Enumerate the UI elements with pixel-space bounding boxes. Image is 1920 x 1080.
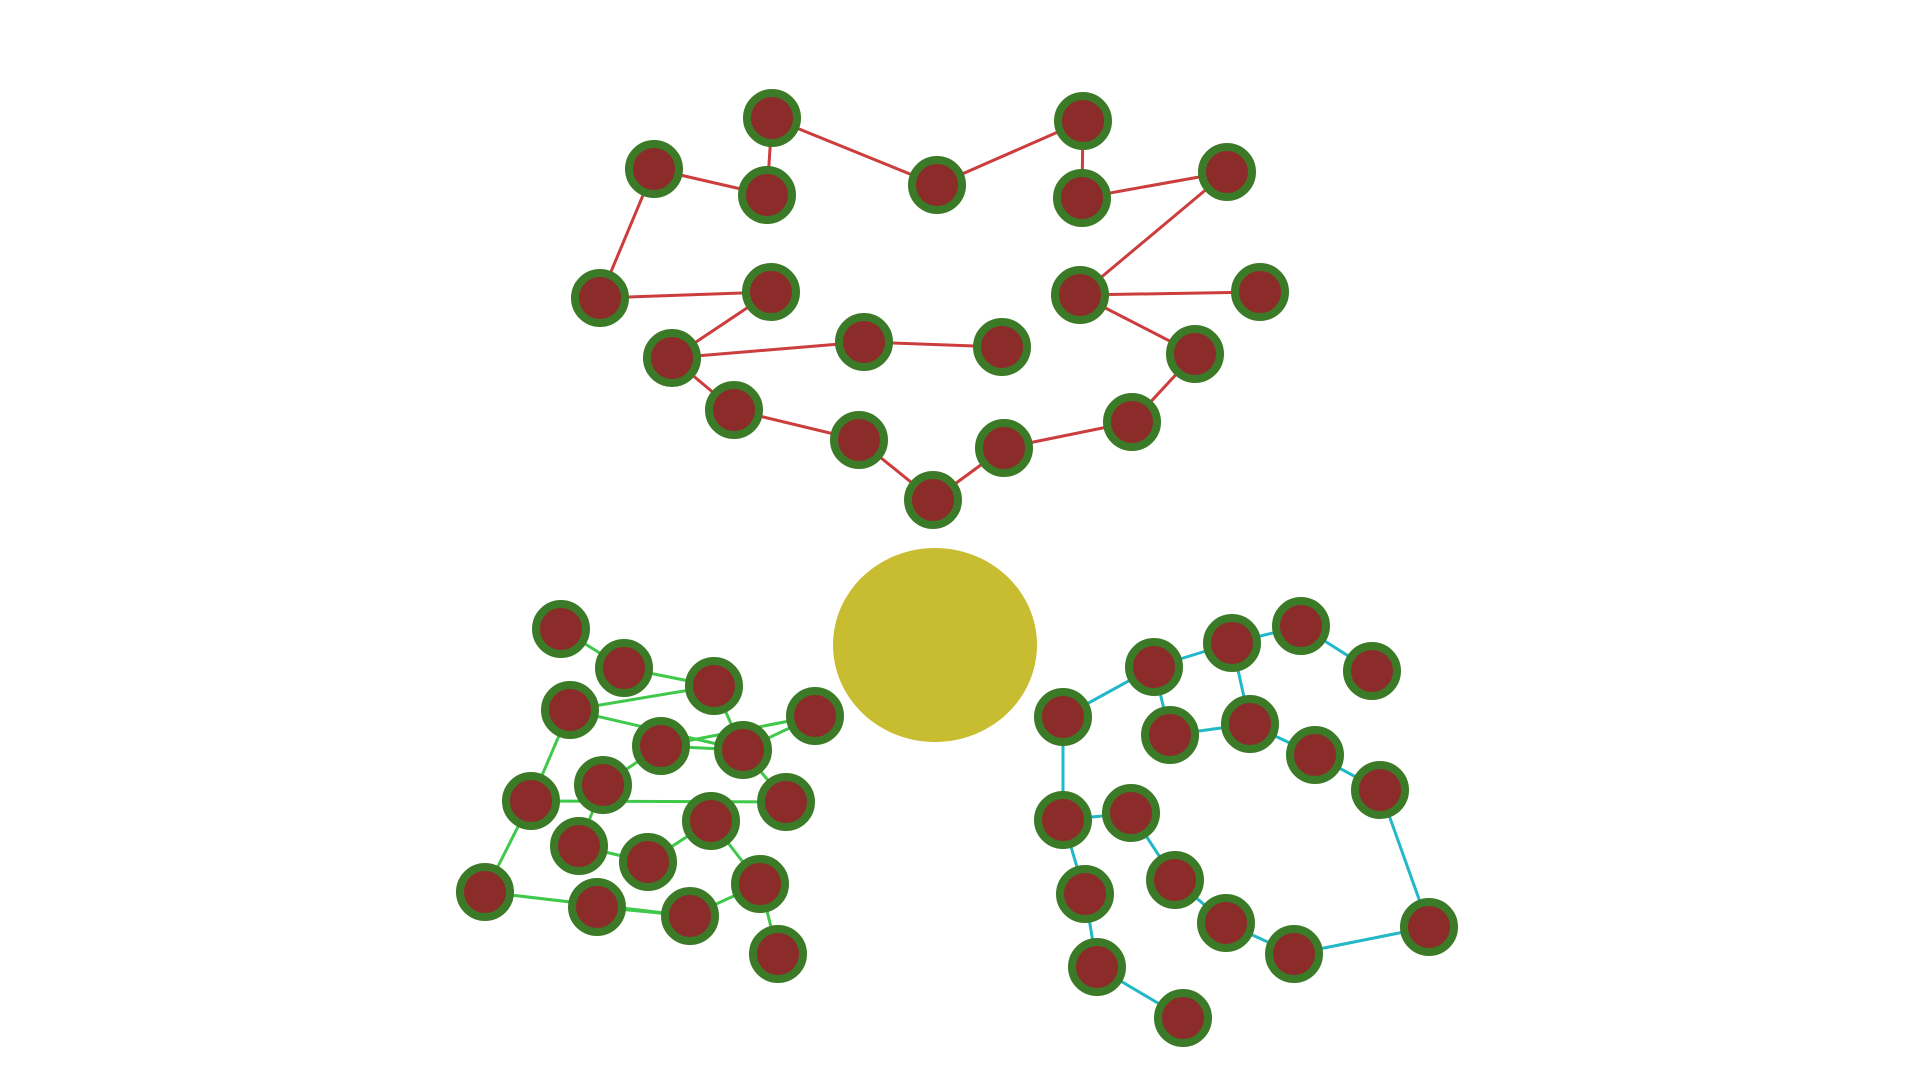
red-node-r10 [1103,393,1161,451]
cyan-node-c12 [1197,894,1255,952]
cyan-node-c8 [1286,726,1344,784]
green-edge-g7-g8 [530,799,787,804]
green-node-g5 [786,687,844,745]
red-edge-r16-r19 [671,340,865,360]
cyan-node-c3 [1203,614,1261,672]
cyan-node-c18 [1154,989,1212,1047]
cyan-node-c9 [1351,761,1409,819]
green-node-g2 [595,639,653,697]
green-node-g17 [568,878,626,936]
cyan-node-c10 [1400,898,1458,956]
red-node-r11 [1231,263,1289,321]
green-node-g13 [682,792,740,850]
red-edge-r8-r11 [1079,290,1261,297]
green-node-g15 [749,925,807,983]
nodes-layer [456,89,1458,1047]
green-node-g9 [632,717,690,775]
red-node-r7 [1198,143,1256,201]
green-node-g7 [757,773,815,831]
green-node-g8 [502,772,560,830]
red-node-r18 [571,269,629,327]
cyan-node-c5 [1343,642,1401,700]
cyan-node-c2 [1125,638,1183,696]
hub-node [833,548,1037,742]
cyan-node-c4 [1272,597,1330,655]
green-node-g6 [714,721,772,779]
cyan-node-c15 [1034,791,1092,849]
green-node-g14 [731,855,789,913]
red-node-r4 [738,166,796,224]
cyan-node-c17 [1068,938,1126,996]
red-node-r5 [625,140,683,198]
green-node-g4 [541,681,599,739]
cyan-node-c13 [1146,851,1204,909]
red-node-r6 [1053,169,1111,227]
red-node-r17 [742,263,800,321]
cyan-node-c7 [1221,695,1279,753]
red-node-r8 [1051,266,1109,324]
red-node-r13 [904,471,962,529]
red-node-r9 [1166,325,1224,383]
green-node-g12 [619,833,677,891]
red-node-r19 [835,313,893,371]
red-node-r16 [643,329,701,387]
green-node-g18 [456,863,514,921]
cyan-node-c14 [1102,784,1160,842]
cyan-node-c16 [1056,865,1114,923]
red-node-r20 [973,318,1031,376]
cyan-node-c11 [1265,925,1323,983]
red-edge-r7-r8 [1079,170,1228,297]
red-node-r2 [908,156,966,214]
hub-layer [833,548,1037,742]
red-node-r1 [743,89,801,147]
red-node-r15 [705,381,763,439]
green-node-g16 [661,887,719,945]
red-node-r14 [830,411,888,469]
red-node-r3 [1054,92,1112,150]
green-node-g10 [574,756,632,814]
green-node-g1 [532,600,590,658]
green-node-g3 [685,657,743,715]
red-edge-r1-r2 [771,116,938,187]
cyan-node-c1 [1034,688,1092,746]
green-node-g11 [550,817,608,875]
red-node-r12 [975,419,1033,477]
cyan-node-c6 [1141,706,1199,764]
